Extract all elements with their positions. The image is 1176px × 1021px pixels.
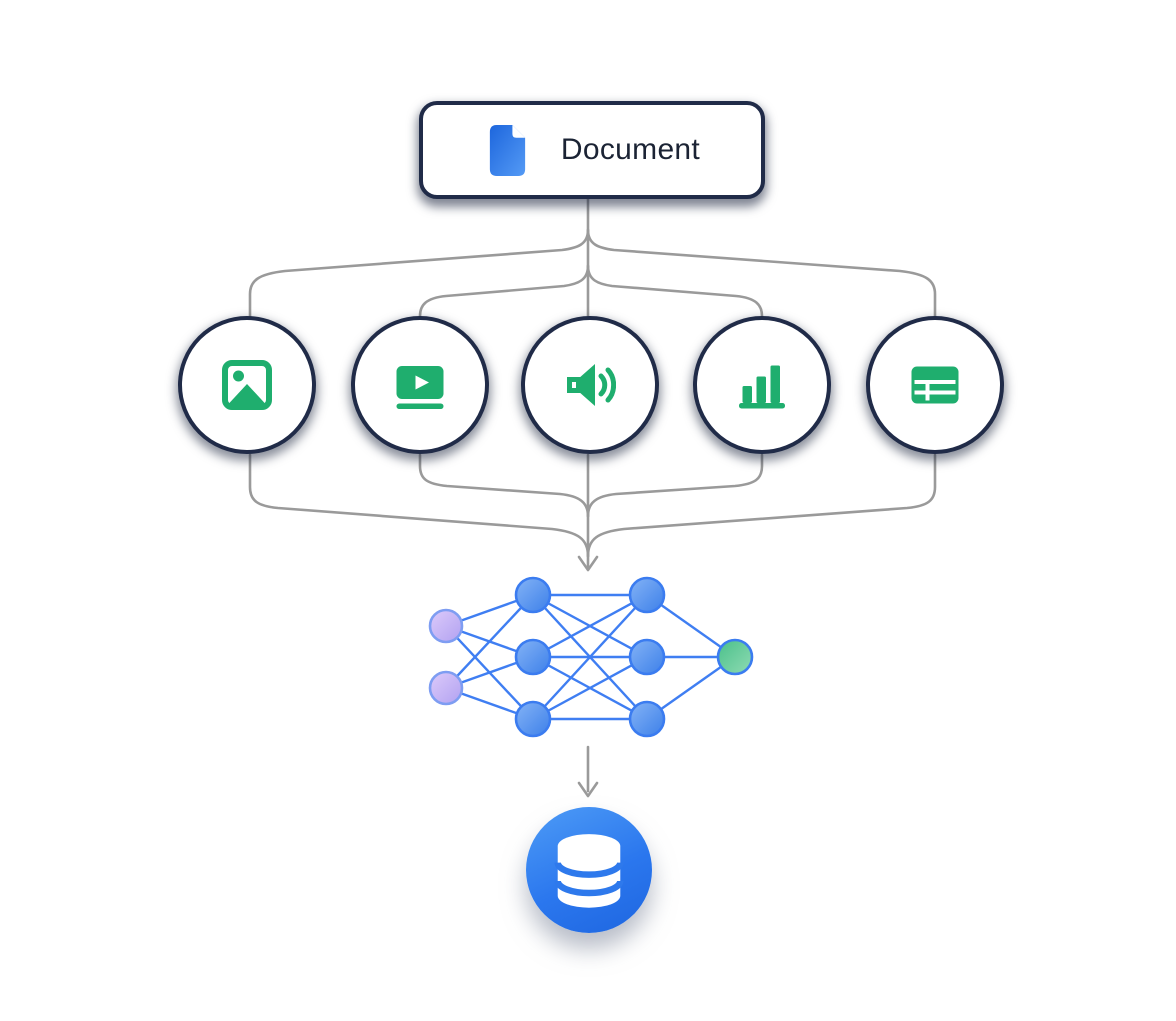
arrowhead-into-database [577, 781, 599, 798]
arrowhead-into-network [577, 555, 599, 572]
document-icon [484, 123, 531, 178]
audio-icon [564, 359, 616, 411]
modality-circle-audio [521, 316, 659, 454]
table-icon [909, 359, 961, 411]
network-nodes [428, 576, 754, 738]
connector-doc-to-video [418, 264, 590, 318]
network-edge [532, 655, 648, 721]
connector-video-to-network [418, 453, 590, 518]
network-edge [532, 594, 648, 720]
network-node-hidden-1 [514, 576, 552, 614]
modality-circle-bar-chart [693, 316, 831, 454]
video-icon [394, 359, 446, 411]
connector-chart-to-network [586, 453, 764, 518]
network-node-hidden-2 [514, 638, 552, 676]
document-node: Document [419, 101, 765, 199]
image-icon [221, 359, 273, 411]
network-node-input-1 [428, 608, 464, 644]
database-node [526, 807, 652, 933]
document-label: Document [560, 133, 701, 166]
connector-doc-to-image [248, 228, 590, 318]
connector-doc-to-table [586, 228, 937, 318]
connector-image-to-network [248, 453, 590, 558]
network-edges [445, 593, 736, 721]
network-edge [532, 593, 648, 659]
network-node-input-2 [428, 670, 464, 706]
modality-circle-video [351, 316, 489, 454]
network-node-hidden-2 [628, 638, 666, 676]
network-node-output-1 [716, 638, 754, 676]
connector-doc-to-chart [586, 264, 764, 318]
network-node-hidden-1 [628, 576, 666, 614]
bar-chart-icon [736, 359, 788, 411]
network-node-hidden-3 [514, 700, 552, 738]
modality-circle-image [178, 316, 316, 454]
connector-table-to-network [586, 453, 937, 558]
modality-circle-table [866, 316, 1004, 454]
network-node-hidden-3 [628, 700, 666, 738]
network-edge [445, 594, 534, 689]
database-icon [543, 824, 635, 916]
